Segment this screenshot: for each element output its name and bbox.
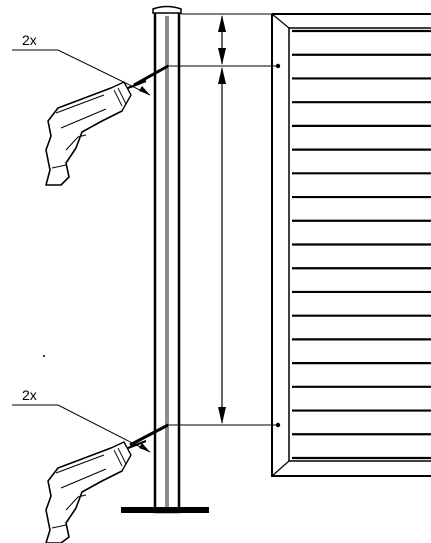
dimension-spacing <box>218 67 226 424</box>
arrow-icon <box>218 48 226 65</box>
fence-post <box>121 5 209 514</box>
screw-icon <box>133 64 169 87</box>
screw-icon <box>129 423 169 447</box>
arrow-icon <box>218 15 226 32</box>
post-cap <box>152 5 182 14</box>
drill-icon <box>45 439 147 543</box>
quantity-label: 2x <box>22 32 37 48</box>
gate-panel <box>271 13 431 477</box>
callout-bottom: 2x <box>12 387 151 453</box>
dimension-lines <box>168 13 281 428</box>
quantity-label: 2x <box>22 387 37 403</box>
post-base-plate <box>121 507 209 513</box>
callout-top: 2x <box>12 32 151 96</box>
arrow-icon <box>218 407 226 424</box>
dot-mark <box>43 355 45 357</box>
dimension-top <box>218 15 226 65</box>
drill-icon <box>45 79 147 186</box>
arrow-icon <box>218 67 226 84</box>
gate-slats <box>292 29 431 460</box>
